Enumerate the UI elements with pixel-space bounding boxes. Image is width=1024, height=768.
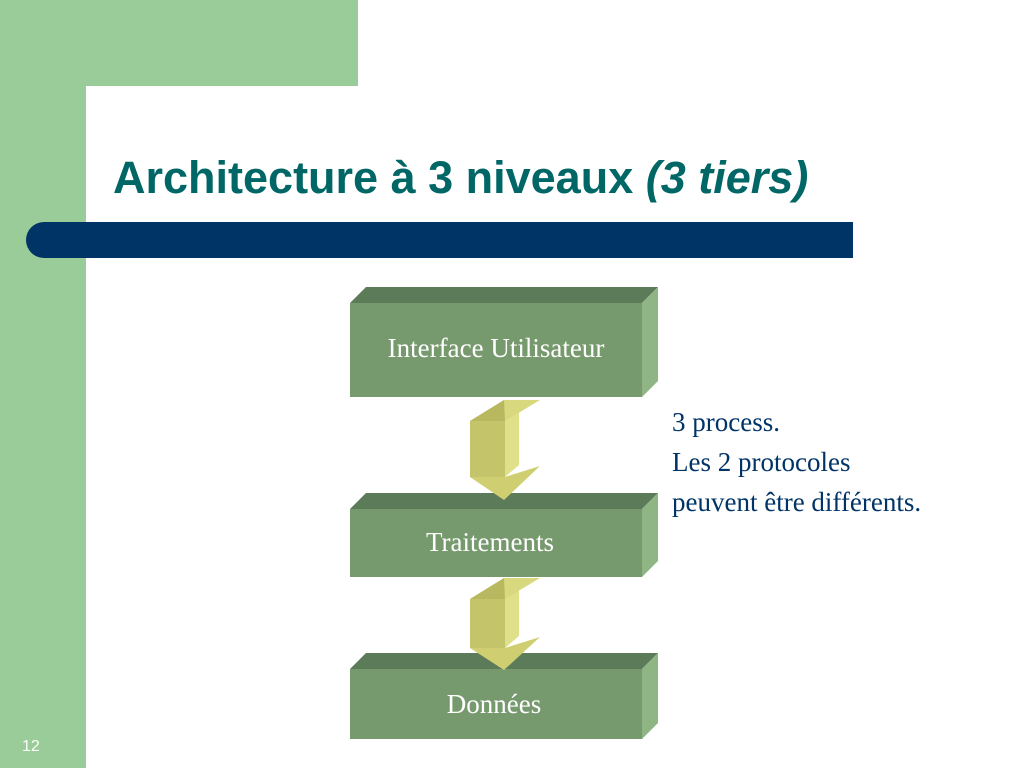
- tier-box-top: [350, 287, 658, 303]
- side-note-line: Les 2 protocoles: [672, 447, 851, 477]
- tier-label-donnees: Données: [446, 689, 542, 719]
- slide-number: 12: [22, 738, 40, 755]
- title-underline-bar: [26, 222, 853, 258]
- left-decor-band: [0, 0, 86, 768]
- tier-box-front: [350, 303, 642, 397]
- tier-box-side: [642, 653, 658, 739]
- tier-box-traitements: [350, 493, 658, 577]
- tier-box-side: [642, 493, 658, 577]
- tier-box-interface: [350, 287, 658, 397]
- double-arrow-icon: [470, 578, 540, 670]
- tier-label-interface: Interface Utilisateur: [387, 333, 605, 363]
- slide-title-italic: (3 tiers): [645, 152, 809, 203]
- slide-title-main: Architecture à 3 niveaux: [113, 152, 634, 203]
- tier-box-front: [350, 669, 642, 739]
- side-note-line: 3 process.: [672, 407, 780, 437]
- double-arrow-icon: [470, 400, 540, 500]
- tier-box-donnees: [350, 653, 658, 739]
- tier-label-traitements: Traitements: [426, 527, 554, 557]
- top-decor-band: [0, 0, 358, 86]
- tier-box-top: [350, 493, 658, 509]
- tier-box-front: [350, 509, 642, 577]
- tier-box-side: [642, 287, 658, 397]
- side-note-line: peuvent être différents.: [672, 487, 922, 517]
- slide-title: Architecture à 3 niveaux (3 tiers): [113, 150, 808, 206]
- side-note: 3 process. Les 2 protocoles peuvent être…: [672, 402, 921, 522]
